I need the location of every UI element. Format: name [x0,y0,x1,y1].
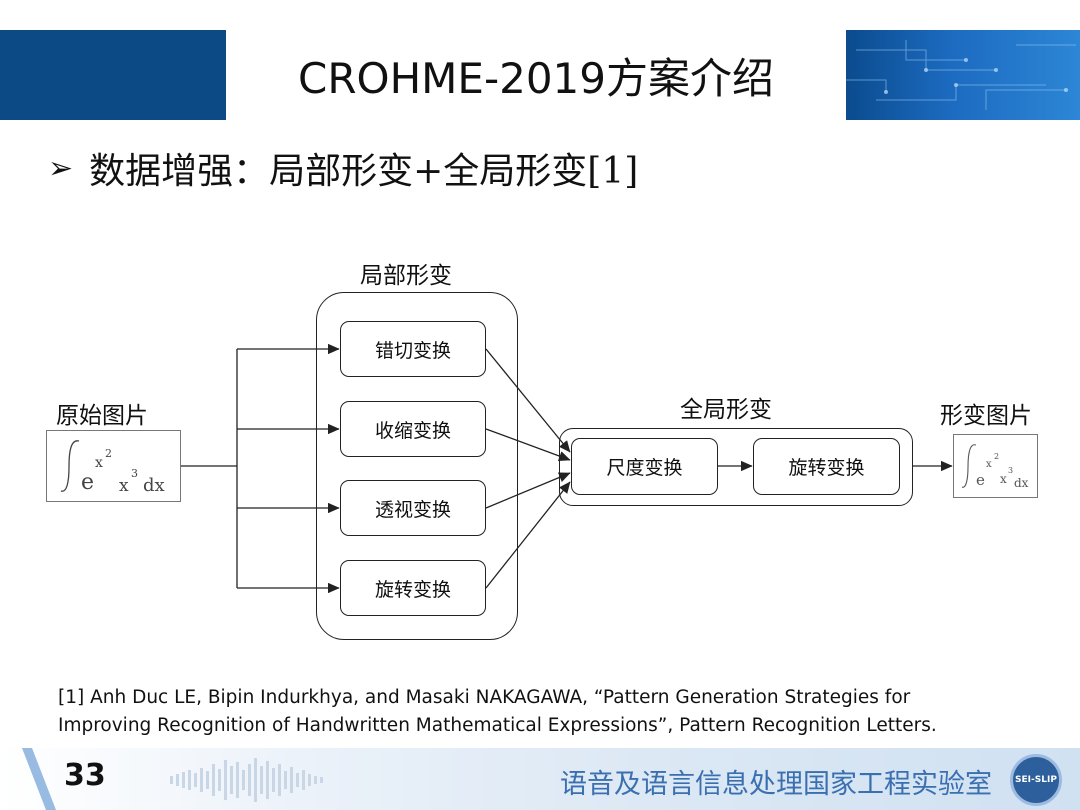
footer-bar [0,748,1080,810]
page-number: 33 [64,758,106,793]
svg-text:x: x [1000,472,1007,486]
output-formula-image: e x 2 x 3 dx [953,434,1038,498]
svg-text:x: x [119,476,129,496]
shrink-transform-node: 收缩变换 [340,401,486,457]
svg-text:3: 3 [131,467,138,480]
bullet-arrow-icon: ➢ [48,150,74,186]
shear-transform-node: 错切变换 [340,321,486,377]
svg-text:2: 2 [994,452,999,461]
local-group-label: 局部形变 [360,263,452,289]
arrow-perspective-to-scale [485,472,571,509]
global-group-label: 全局形变 [680,397,772,423]
rotate-transform-node-local: 旋转变换 [340,560,486,616]
handwritten-formula-icon: e x 2 x 3 dx [60,440,165,496]
svg-text:x: x [95,455,103,471]
svg-text:e: e [81,470,94,495]
bullet-text: 数据增强：局部形变+全局形变[1] [89,151,639,192]
rotate-transform-node-global: 旋转变换 [753,438,900,495]
svg-text:dx: dx [1014,476,1029,490]
reference-citation: [1] Anh Duc LE, Bipin Indurkhya, and Mas… [58,684,1048,740]
scale-transform-node: 尺度变换 [571,438,718,495]
lab-name: 语音及语言信息处理国家工程实验室 [560,769,992,800]
arrow-shear-to-scale [485,348,571,453]
page-title: CROHME-2019方案介绍 [298,53,774,103]
input-formula-image: e x 2 x 3 dx [46,430,181,502]
input-image-label: 原始图片 [56,403,148,429]
lab-logo: SEI-SLIP [1010,754,1062,806]
output-image-label: 形变图片 [940,403,1032,429]
reference-line-1: [1] Anh Duc LE, Bipin Indurkhya, and Mas… [58,687,911,708]
deformed-formula-icon: e x 2 x 3 dx [961,444,1029,490]
svg-text:x: x [986,459,992,470]
reference-line-2: Improving Recognition of Handwritten Mat… [58,715,937,736]
global-group-container [559,428,913,506]
arrow-shrink-to-scale [485,428,571,462]
sound-wave-icon [170,758,323,802]
local-group-container [316,292,518,640]
svg-text:2: 2 [105,447,112,460]
header-circuit-banner [846,30,1080,120]
arrow-rotate-to-scale [485,481,571,589]
svg-text:3: 3 [1008,466,1013,475]
header-left-bar [0,30,226,120]
footer-stripe-decoration [22,748,56,810]
perspective-transform-node: 透视变换 [340,480,486,536]
svg-text:dx: dx [143,475,165,496]
bullet-point: ➢ 数据增强：局部形变+全局形变[1] [48,140,638,196]
lab-logo-text: SEI-SLIP [1015,775,1057,785]
svg-text:e: e [976,471,985,489]
circuit-pattern-decoration [846,40,1076,110]
